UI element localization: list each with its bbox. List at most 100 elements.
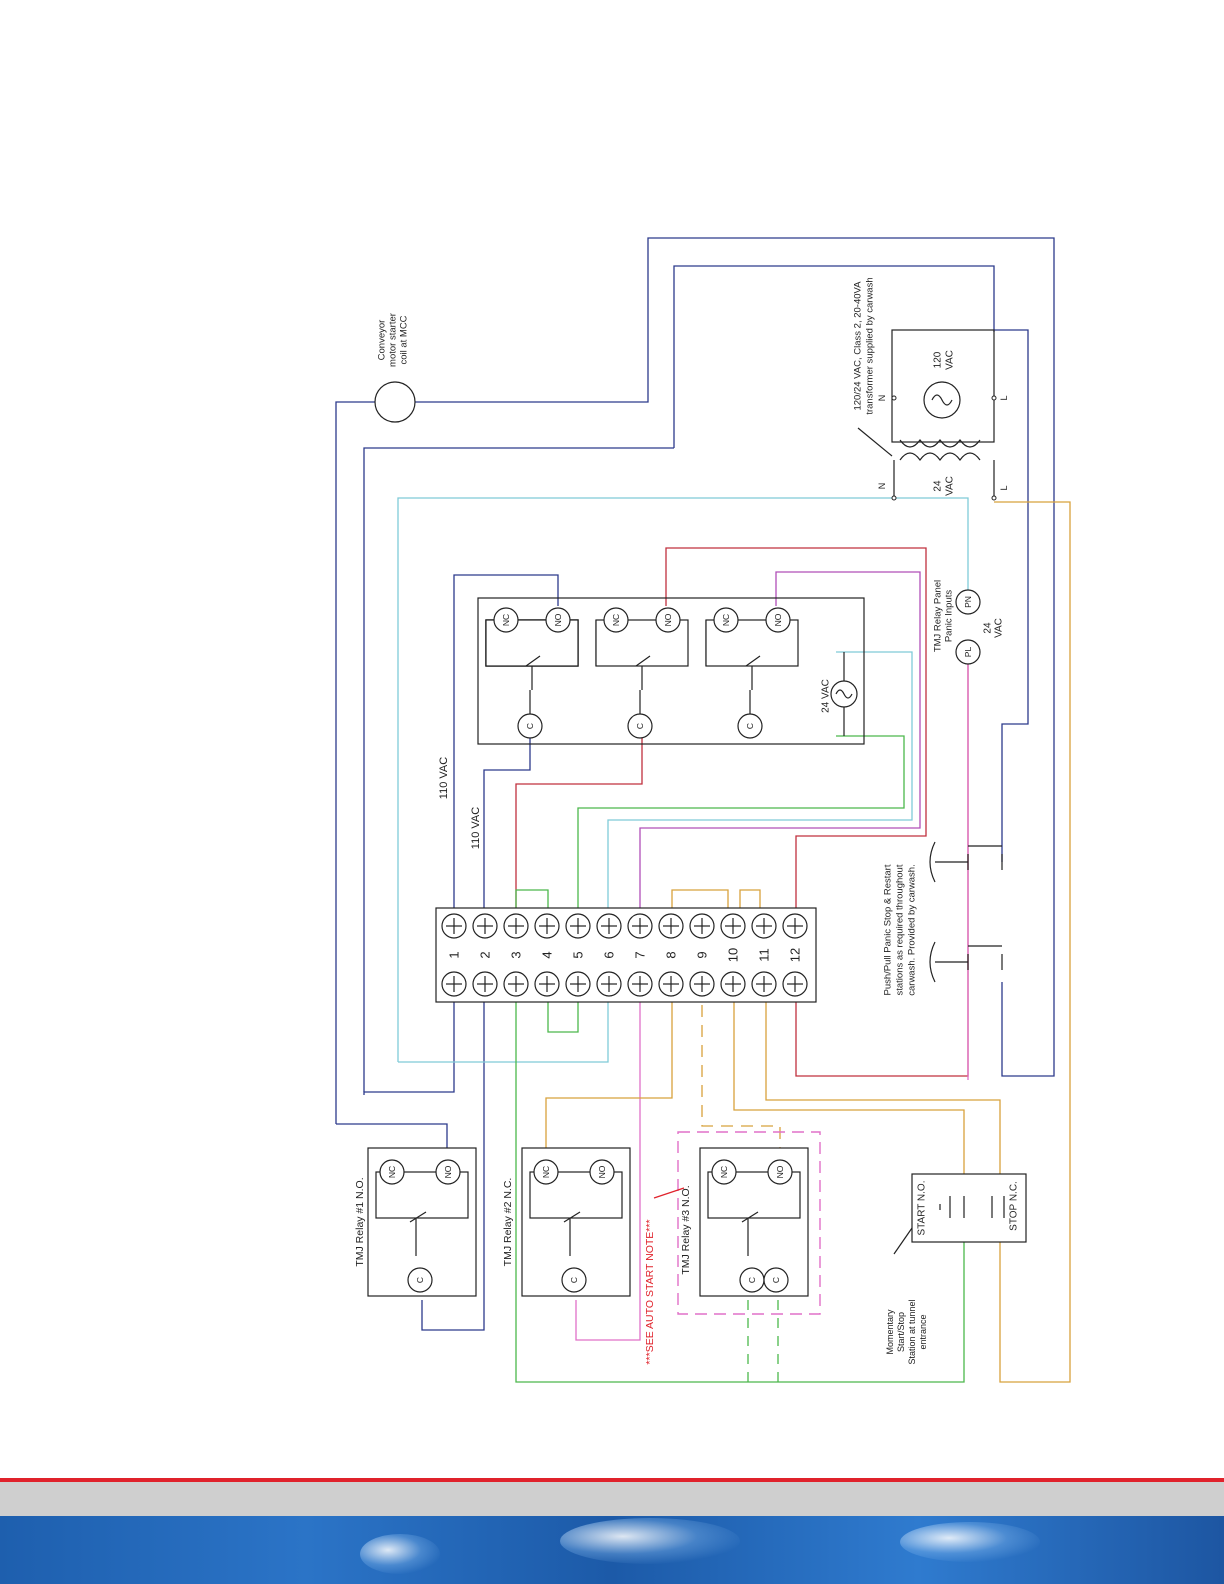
relay-no-terminal-label: NO [553, 613, 563, 626]
relay-nc-terminal [713, 607, 739, 633]
water-drop-decoration [560, 1518, 740, 1564]
terminal-number: 11 [757, 948, 772, 962]
terminal-number: 2 [478, 951, 493, 958]
transformer-label: 120/24 VAC, Class 2, 20-40VA [853, 281, 864, 411]
wire-term1-bottom [363, 920, 455, 1095]
wire-voltage-label: 110 VAC [470, 807, 482, 849]
station-label: entrance [918, 1314, 928, 1349]
relay-nc-terminal [493, 607, 519, 633]
relay-common-terminal-label: C [525, 723, 535, 729]
transformer-primary-frame [891, 329, 995, 443]
relay2-common-terminal [561, 1267, 587, 1293]
relay-no-terminal [765, 607, 791, 633]
relay-common-terminal-label: C [635, 723, 645, 729]
relay-switch-blade [635, 655, 651, 667]
start-switch-label: START N.O. [917, 1180, 928, 1235]
primary-winding [899, 438, 981, 448]
relay-panel-label: TMJ Relay Panel [933, 580, 944, 652]
terminal-number: 10 [726, 948, 741, 962]
relay-nc-terminal-label: NC [501, 614, 511, 626]
auto-start-arrow [653, 1187, 685, 1199]
sine-icon [931, 394, 953, 406]
footer-accent-line [0, 1478, 1224, 1482]
connection-dot [991, 395, 997, 401]
terminal-number: 6 [602, 951, 617, 958]
panic-input-pl-label: PL [963, 647, 973, 658]
wire-cyan-panel [607, 651, 913, 908]
relay3-nc-terminal [711, 1159, 737, 1185]
wire-green-jumper-top [515, 889, 549, 908]
footer-blue-band [0, 1516, 1224, 1584]
wire-relay1-c [421, 985, 485, 1331]
relay1-nc-terminal-label: NC [387, 1166, 397, 1178]
wire-red-c2 [515, 726, 643, 908]
relay-switch-blade [525, 655, 541, 667]
panic-stations-label: Push/Pull Panic Stop & Restart [883, 864, 894, 995]
terminal-number: 8 [664, 951, 679, 958]
start-stop-station-box [911, 1173, 1027, 1243]
relay3-common-terminal-label: C [747, 1277, 757, 1283]
neutral-label: N [877, 483, 887, 490]
wire-voltage-label: 110 VAC [438, 757, 450, 799]
relay-nc-terminal [603, 607, 629, 633]
secondary-voltage-label: 24 [933, 480, 944, 492]
relay-common-terminal-label: C [745, 723, 755, 729]
connection-dot [991, 495, 997, 501]
panic-button-icon [929, 841, 936, 883]
relay-no-terminal-label: NO [663, 613, 673, 626]
line-label: L [999, 395, 1009, 400]
relay-panel-label: Panic Inputs [944, 590, 955, 643]
auto-start-note: ***SEE AUTO START NOTE*** [644, 1219, 656, 1364]
wire-transformer-top [673, 265, 995, 448]
relay2-common-terminal-label: C [569, 1277, 579, 1283]
stop-switch-label: STOP N.C. [1009, 1181, 1020, 1231]
relay2-nc-terminal-label: NC [541, 1166, 551, 1178]
panic-input-pn-label: PN [963, 596, 973, 608]
panic-stations-label: carwash. Provided by carwash. [907, 864, 918, 995]
terminal-number: 12 [788, 948, 803, 962]
wire-pink-relay2 [575, 985, 641, 1341]
relay1-common-terminal-label: C [415, 1277, 425, 1283]
wires-layer [335, 237, 1071, 1383]
conveyor-label: coil at MCC [399, 315, 410, 364]
station-callout-line [893, 1227, 913, 1255]
relay3-second-common-terminal [763, 1267, 789, 1293]
relay-no-terminal [655, 607, 681, 633]
relay2-no-terminal [589, 1159, 615, 1185]
relay1-switch-blade [409, 1211, 427, 1223]
wire-red-pl [795, 652, 969, 1077]
terminal-number: 1 [447, 951, 462, 958]
wire-term2-top [483, 726, 531, 908]
wire-green-jumper-bottom [547, 985, 579, 1033]
wire-orange-dash-relay3 [701, 985, 781, 1170]
connection-dot [891, 495, 897, 501]
wire-orange-jumper-8-10 [671, 889, 729, 908]
terminal-number: 5 [571, 951, 586, 958]
transformer-label: transformer supplied by carwash [865, 277, 876, 414]
relay1-no-terminal-label: NO [443, 1165, 453, 1178]
conveyor-label: motor starter [388, 313, 399, 367]
relay3-label: TMJ Relay #3 N.O. [680, 1185, 692, 1274]
relay1-label: TMJ Relay #1 N.O. [354, 1177, 366, 1266]
relay-switch-blade [745, 655, 761, 667]
panic-voltage-label: VAC [994, 618, 1005, 638]
panic-voltage-label: 24 [983, 622, 994, 634]
terminal-number: 7 [633, 951, 648, 958]
conveyor-label: Conveyor [377, 320, 388, 361]
relay2-no-terminal-label: NO [597, 1165, 607, 1178]
panic-stations-label: stations as required throughout [895, 864, 906, 995]
wire-green-start [515, 985, 965, 1383]
connection-dot [891, 395, 897, 401]
relay3-no-terminal [767, 1159, 793, 1185]
wire-return [363, 447, 674, 1092]
transformer-callout-line [857, 427, 893, 457]
panic-input-pl [955, 639, 981, 665]
wire-orange-stop [765, 985, 1001, 1180]
relay3-no-terminal-label: NO [775, 1165, 785, 1178]
water-drop-decoration [900, 1522, 1040, 1562]
relay3-contact-box [707, 1171, 801, 1219]
wire-orange-relay2 [545, 985, 673, 1170]
wire-orange-start [733, 985, 965, 1178]
